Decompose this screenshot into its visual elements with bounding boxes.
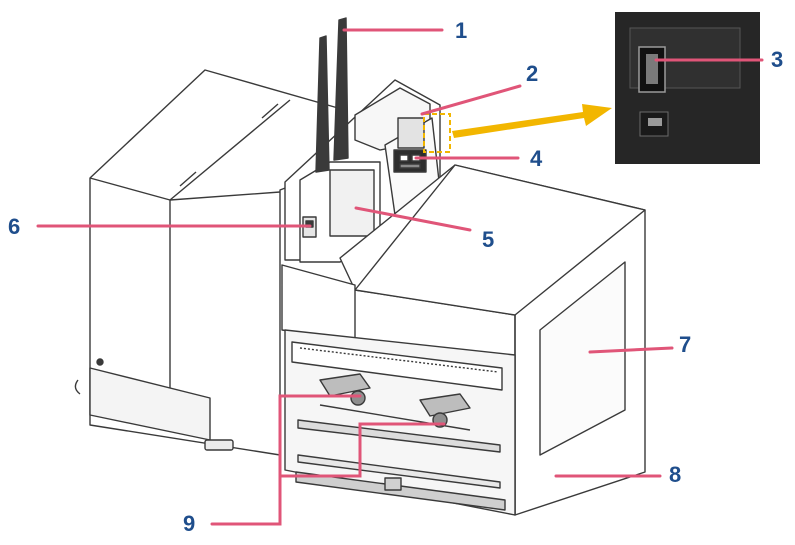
antennas (315, 17, 349, 173)
port-block (393, 117, 427, 173)
leader-line-9a (210, 394, 362, 526)
callout-6: 6 (8, 214, 21, 239)
callout-2: 2 (526, 61, 539, 86)
highlight-arrow (423, 104, 612, 153)
leader-lines (36, 28, 764, 526)
lcd-panel (299, 161, 381, 263)
leader-line-2 (420, 84, 522, 116)
leader-line-5 (354, 206, 472, 232)
main-body (281, 164, 646, 516)
callout-5: 5 (482, 227, 495, 252)
callout-9: 9 (183, 511, 196, 536)
callout-4: 4 (530, 146, 543, 171)
callout-3: 3 (771, 47, 784, 72)
leader-line-9b (278, 422, 446, 478)
callout-1: 1 (455, 18, 468, 43)
usb-port-inset (615, 12, 760, 164)
callout-8: 8 (669, 462, 682, 487)
callout-7: 7 (679, 332, 692, 357)
left-side-cabinet (74, 69, 346, 456)
leader-line-7 (588, 346, 674, 354)
